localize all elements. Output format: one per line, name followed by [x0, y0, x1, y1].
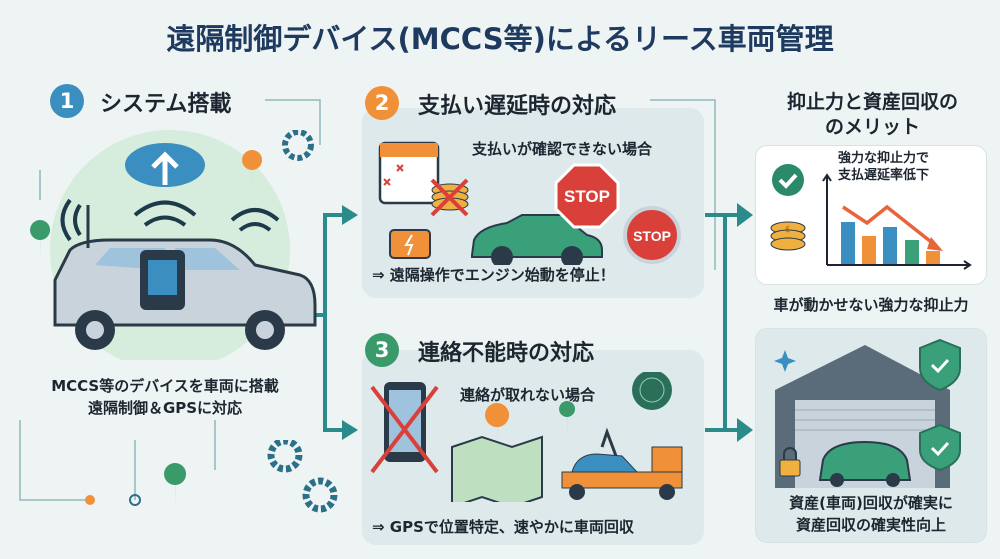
wifi-icon — [60, 198, 280, 242]
svg-text:STOP: STOP — [564, 187, 610, 206]
chart-label-line: 支払遅延率低下 — [838, 168, 930, 183]
merits-heading-line: のメリット — [824, 116, 920, 138]
section2-result: ⇒ 遠隔操作でエンジン始動を停止！ — [372, 266, 615, 284]
section2-condition: 支払いが確認できない場合 — [472, 140, 653, 158]
step-number-2: 2 — [365, 86, 399, 120]
car-icon — [818, 440, 912, 487]
arrow-icon — [737, 203, 753, 227]
decline-chart-illustration: $ — [770, 164, 972, 270]
section3-illustration — [370, 372, 683, 502]
svg-text:$: $ — [785, 225, 791, 235]
cloud-upload-icon — [125, 143, 205, 187]
step-number-3: 3 — [365, 333, 399, 367]
crossed-phone-icon — [370, 382, 439, 474]
coins-icon: $ — [770, 221, 806, 251]
location-pin-icon — [559, 401, 576, 434]
location-pin-icon — [164, 463, 187, 508]
recovery-caption-line: 資産回収の確実性向上 — [795, 516, 946, 534]
recovery-caption-line: 資産(車両)回収が確実に — [789, 494, 953, 512]
section1-caption-line: 遠隔制御＆GPSに対応 — [87, 399, 243, 417]
section3-condition: 連絡が取れない場合 — [460, 386, 596, 404]
check-icon — [772, 164, 804, 196]
map-icon — [451, 403, 543, 502]
chart-bar — [905, 240, 919, 264]
arrow-icon — [342, 420, 358, 440]
svg-text:STOP: STOP — [633, 228, 671, 244]
location-pin-icon — [30, 220, 51, 260]
gear-icon — [282, 130, 314, 161]
engine-icon — [389, 229, 431, 259]
padlock-icon — [779, 447, 801, 477]
chart-bar — [841, 222, 855, 264]
chart-bar — [926, 251, 940, 264]
car-with-device-illustration — [30, 130, 317, 360]
chart-bar — [862, 236, 876, 264]
chart-bar — [883, 227, 897, 264]
page-title: 遠隔制御デバイス(MCCS等)によるリース車両管理 — [166, 22, 834, 56]
calendar-icon — [378, 141, 440, 205]
deterrence-caption: 車が動かせない強力な抑止力 — [773, 296, 969, 314]
section2-illustration: STOP STOP — [378, 141, 681, 265]
section2-heading: 支払い遅延時の対応 — [418, 94, 617, 119]
section1-heading: システム搭載 — [100, 92, 232, 117]
merits-heading-line: 抑止力と資産回収の — [786, 91, 958, 113]
section3-heading: 連絡不能時の対応 — [418, 341, 595, 366]
arrow-icon — [342, 205, 358, 225]
shield-check-icon — [919, 423, 961, 472]
down-trend-arrow-icon — [842, 204, 937, 247]
shield-check-icon — [919, 338, 961, 392]
location-pin-icon — [242, 150, 263, 190]
car-icon — [471, 214, 603, 265]
bottom-left-decorations — [85, 440, 338, 513]
stop-button-icon — [623, 206, 681, 264]
radar-icon — [632, 372, 672, 410]
garage-illustration — [774, 338, 961, 488]
crossed-coins-icon — [430, 178, 469, 217]
section1-caption-line: MCCS等のデバイスを車両に搭載 — [51, 377, 279, 395]
step-number-1: 1 — [50, 84, 84, 118]
arrow-icon — [737, 418, 753, 442]
stop-sign-icon — [554, 163, 620, 229]
tow-truck-icon — [561, 427, 683, 500]
sparkle-icon — [774, 350, 796, 372]
chart-label-line: 強力な抑止力で — [838, 151, 930, 166]
section3-result: ⇒ GPSで位置特定、速やかに車両回収 — [372, 518, 634, 536]
gear-icon — [267, 440, 338, 513]
